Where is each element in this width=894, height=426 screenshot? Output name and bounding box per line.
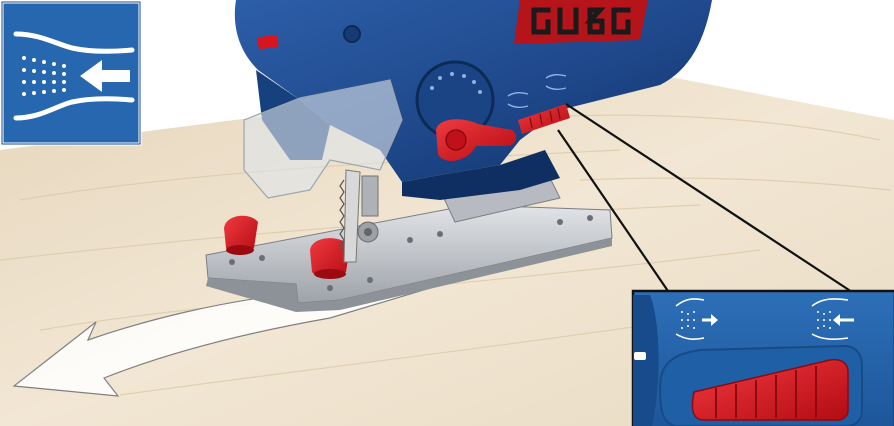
dust-blower-switch [518, 104, 570, 134]
arrow-icon [80, 60, 130, 92]
switch-detail-inset [631, 289, 894, 426]
pendulum-lever [436, 119, 517, 161]
base-lock-lever-right [310, 238, 350, 279]
saw-blade [339, 169, 379, 263]
dust-blower-icon-badge [0, 0, 142, 146]
callout-lines [557, 103, 853, 295]
brand-plate [514, 0, 648, 44]
dust-blow-off-icon [675, 298, 718, 340]
dust-blow-on-icon [811, 298, 854, 340]
base-lock-lever-left [224, 215, 258, 255]
jigsaw-body [234, 0, 713, 200]
